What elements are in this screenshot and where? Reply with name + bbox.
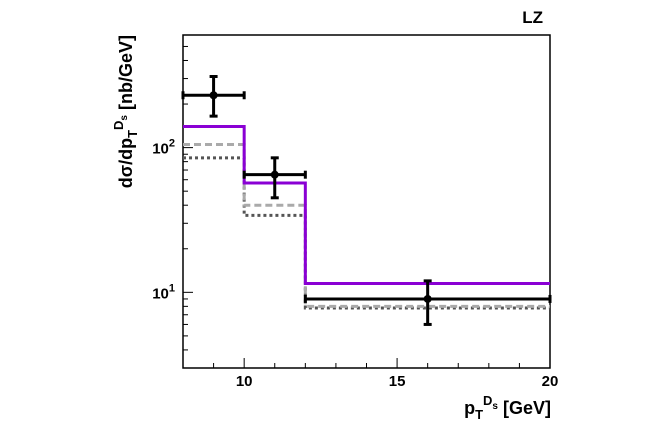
- data-points-layer: [181, 75, 552, 326]
- series-layer: [183, 124, 550, 310]
- tick-labels: 10 15 20 101 102: [152, 138, 558, 390]
- plot-frame: [182, 34, 551, 369]
- series-dashed-line: [183, 143, 550, 308]
- series-solid-line: [183, 124, 550, 286]
- plot-annotation: LZ: [522, 8, 543, 27]
- y-tick-label: 101: [152, 282, 175, 302]
- y-axis-label: dσ/dpTDs [nb/GeV]: [111, 35, 140, 188]
- x-tick-label: 10: [236, 373, 253, 390]
- axis-ticks: [182, 34, 551, 369]
- data-point-marker: [423, 294, 432, 303]
- x-axis-label: pTDs [GeV]: [464, 393, 551, 422]
- series-dotted-line: [183, 156, 550, 310]
- x-tick-label: 15: [389, 373, 406, 390]
- data-point-marker: [270, 170, 279, 179]
- data-point-marker: [209, 91, 218, 100]
- y-tick-label: 102: [152, 138, 175, 158]
- x-tick-label: 20: [542, 373, 559, 390]
